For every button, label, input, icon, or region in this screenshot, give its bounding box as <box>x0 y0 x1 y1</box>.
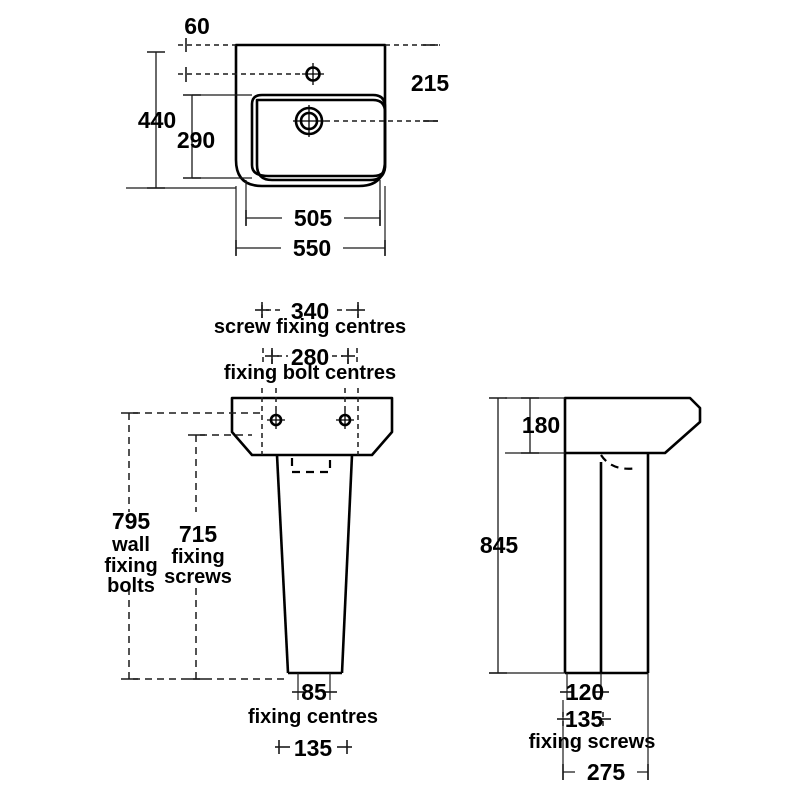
side-view-dim-845: 845 <box>480 397 565 674</box>
front-view-group: 340 screw fixing centres 280 fixing bolt… <box>104 298 406 761</box>
front-view-dim-135: 135 <box>275 735 352 761</box>
side-view-dim-180: 180 <box>505 397 565 454</box>
front-view-pedestal-right <box>340 454 354 674</box>
top-view-waste-outlet <box>293 105 325 137</box>
front-view-dim-85: 85 <box>292 673 337 705</box>
front-view-label-715-line1: fixing <box>171 546 224 568</box>
side-view-group: 180 845 120 <box>480 396 702 786</box>
top-view-dim-505: 505 <box>245 180 381 232</box>
front-view-dim-280-text: 280 <box>291 344 329 370</box>
front-view-label-screw-fixing-centres: screw fixing centres <box>214 316 406 338</box>
front-view-dim-715-text: 715 <box>179 521 218 547</box>
front-view-label-795-line2: fixing <box>104 555 157 577</box>
top-view-dim-440-text: 440 <box>138 107 176 133</box>
side-view-dim-275-text: 275 <box>587 759 626 785</box>
top-view-basin-outline <box>234 43 387 188</box>
side-view-dim-845-text: 845 <box>480 532 519 558</box>
front-view-label-fixing-bolt-centres: fixing bolt centres <box>224 362 396 384</box>
top-view-bowl-outline <box>255 98 387 182</box>
front-view-dim-340-text: 340 <box>291 298 329 324</box>
side-view-dim-120-text: 120 <box>566 679 604 705</box>
front-view-label-fixing-centres: fixing centres <box>248 706 378 728</box>
top-view-dim-505-text: 505 <box>294 205 333 231</box>
front-view-dim-280: 280 <box>262 344 358 370</box>
top-view-dim-60-text: 60 <box>184 13 210 39</box>
top-view-dim-215: 215 <box>411 44 450 122</box>
front-view-label-715-line2: screws <box>164 566 232 588</box>
side-view-dim-275: 275 <box>562 673 649 786</box>
front-view-label-795-line1: wall <box>111 534 150 556</box>
front-view-pedestal-left <box>275 454 290 674</box>
side-view-dim-135-text: 135 <box>565 706 604 732</box>
side-view-label-fixing-screws: fixing screws <box>529 731 656 753</box>
front-view-dim-715: 715 fixing screws <box>164 434 252 680</box>
front-view-label-795-line3: bolts <box>107 575 155 597</box>
front-view-dim-340: 340 <box>255 298 365 324</box>
top-view-dim-60: 60 <box>184 13 210 82</box>
side-view-dim-120: 120 <box>560 673 609 705</box>
top-view-dim-550-text: 550 <box>293 235 331 261</box>
top-view-dim-290-text: 290 <box>177 127 215 153</box>
front-view-fixing-hole-left <box>267 411 285 429</box>
side-view-dim-180-text: 180 <box>522 412 560 438</box>
top-view-tap-hole <box>302 63 324 85</box>
front-view-dim-85-text: 85 <box>301 679 327 705</box>
front-view-dim-795: 795 wall fixing bolts <box>104 412 288 680</box>
top-view-dim-290: 290 <box>126 94 252 189</box>
top-view-dim-550: 550 <box>235 186 386 262</box>
side-view-hidden-waste-detail <box>600 454 639 470</box>
top-view-group: 60 440 290 <box>126 13 449 262</box>
front-view-dim-795-text: 795 <box>112 508 151 534</box>
front-view-dim-135-text: 135 <box>294 735 333 761</box>
front-view-hidden-waste-detail <box>290 458 332 474</box>
top-view-bowl-inner-rim <box>250 93 387 178</box>
front-view-basin-outline <box>230 396 394 457</box>
front-view-fixing-hole-right <box>336 411 354 429</box>
top-view-dim-440: 440 <box>138 51 176 189</box>
top-view-dim-215-text: 215 <box>411 70 450 96</box>
side-view-dim-135: 135 <box>557 706 611 732</box>
side-view-basin-outline <box>563 396 702 455</box>
